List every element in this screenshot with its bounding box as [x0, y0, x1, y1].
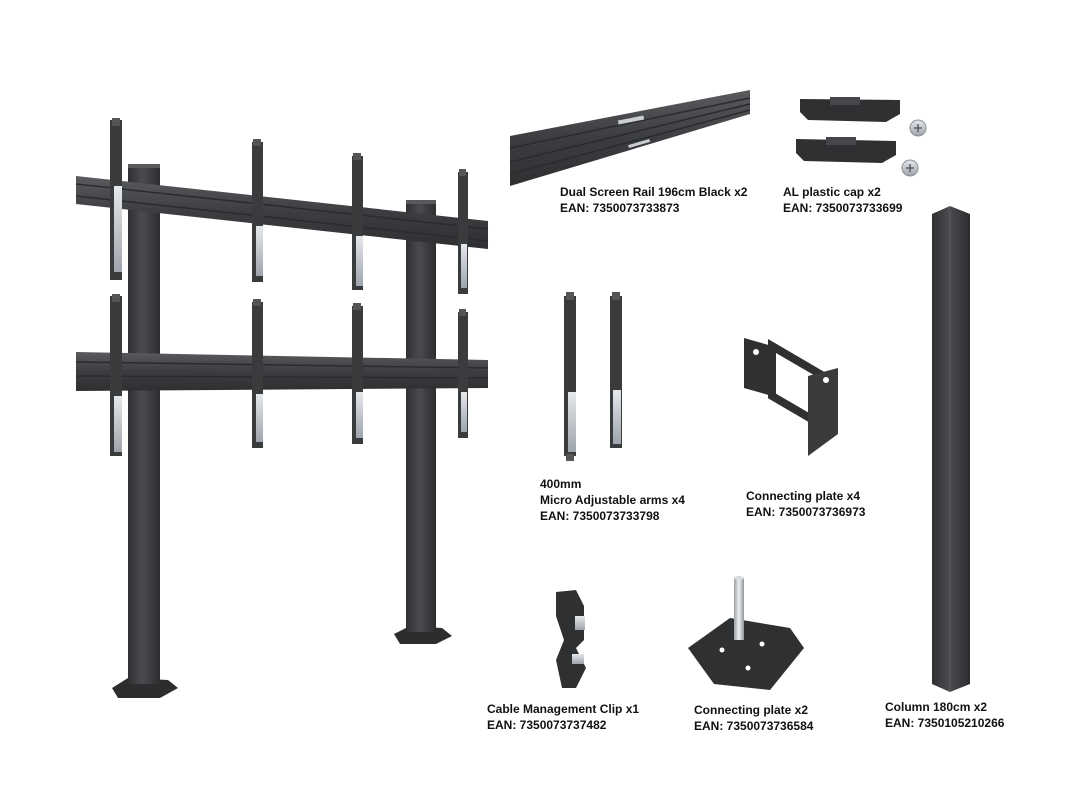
arms-size: 400mm — [540, 477, 582, 491]
plate4-ean: EAN: 7350073736973 — [746, 505, 866, 519]
label-connecting-plate-x4: Connecting plate x4 EAN: 7350073736973 — [746, 488, 865, 520]
cable-clip-illustration — [556, 590, 586, 688]
clip-name: Cable Management Clip x1 — [487, 702, 640, 716]
arm-group-top — [110, 118, 468, 294]
arms-name: Micro Adjustable arms x4 — [540, 493, 685, 507]
plate2-name: Connecting plate x2 — [694, 703, 809, 717]
adjustable-arms-illustration — [564, 292, 622, 461]
label-cable-clip: Cable Management Clip x1 EAN: 7350073737… — [487, 701, 639, 733]
arm-group-bottom — [110, 294, 468, 456]
cap-ean: EAN: 7350073733699 — [783, 201, 903, 215]
label-connecting-plate-x2: Connecting plate x2 EAN: 7350073736584 — [694, 702, 813, 734]
floor-plate-illustration — [688, 576, 804, 690]
column-name: Column 180cm x2 — [885, 700, 988, 714]
plate4-name: Connecting plate x4 — [746, 489, 861, 503]
rail-ean: EAN: 7350073733873 — [560, 201, 680, 215]
clip-ean: EAN: 7350073737482 — [487, 718, 607, 732]
cap-name: AL plastic cap x2 — [783, 185, 881, 199]
column-illustration — [932, 206, 970, 692]
connecting-plate-bracket-illustration — [744, 338, 838, 456]
label-adjustable-arms: 400mm Micro Adjustable arms x4 EAN: 7350… — [540, 476, 685, 524]
plastic-cap-illustration — [796, 97, 927, 177]
label-column: Column 180cm x2 EAN: 7350105210266 — [885, 699, 1004, 731]
arms-ean: EAN: 7350073733798 — [540, 509, 660, 523]
column-ean: EAN: 7350105210266 — [885, 716, 1005, 730]
rail-name: Dual Screen Rail 196cm Black x2 — [560, 185, 748, 199]
assembled-stand — [75, 118, 489, 698]
label-plastic-cap: AL plastic cap x2 EAN: 7350073733699 — [783, 184, 902, 216]
label-dual-screen-rail: Dual Screen Rail 196cm Black x2 EAN: 735… — [560, 184, 747, 216]
dual-screen-rail-illustration — [509, 90, 751, 186]
plate2-ean: EAN: 7350073736584 — [694, 719, 814, 733]
